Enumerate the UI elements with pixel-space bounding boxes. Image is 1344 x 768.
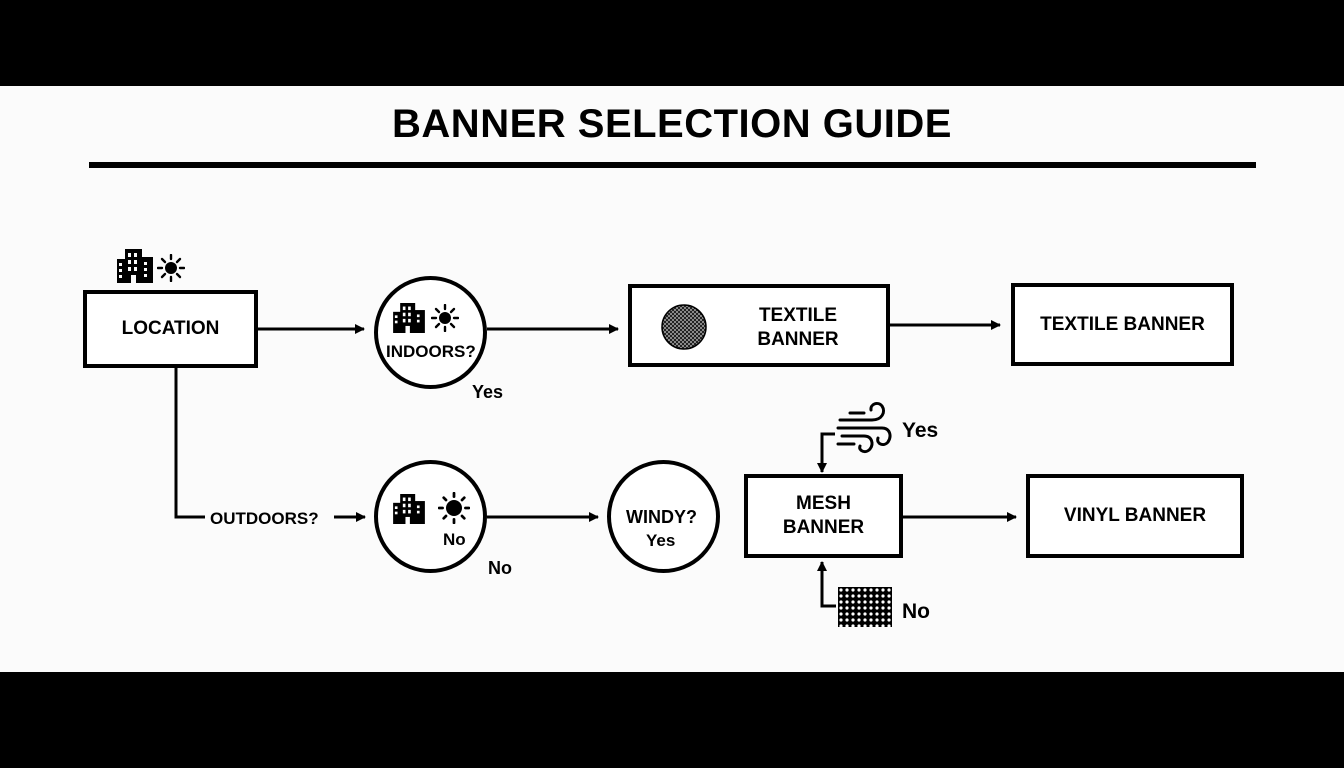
wind-icon [836, 401, 892, 454]
mesh-banner-line-1: MESH [796, 493, 851, 514]
outdoors-no-label: No [488, 558, 512, 578]
textile-result-node: TEXTILE BANNER [1011, 283, 1234, 366]
outdoors-question: OUTDOORS? [210, 509, 319, 528]
page-title: BANNER SELECTION GUIDE [392, 102, 952, 146]
windy-yes-label: Yes [646, 531, 676, 550]
location-node: LOCATION [83, 290, 258, 368]
line-location-to-outdoors [174, 366, 205, 519]
textile-banner-line-1: TEXTILE [758, 305, 838, 326]
vinyl-result-node: VINYL BANNER [1026, 474, 1244, 558]
location-label: LOCATION [121, 318, 220, 339]
indoors-decision [374, 276, 487, 389]
indoors-question: INDOORS? [386, 342, 476, 361]
mesh-banner-node: MESH BANNER [744, 474, 903, 558]
textile-banner-line-2: BANNER [757, 329, 839, 350]
vinyl-result-label: VINYL BANNER [1063, 505, 1207, 526]
textile-result-label: TEXTILE BANNER [1040, 313, 1205, 335]
sun-icon [431, 304, 459, 332]
mesh-banner-line-2: BANNER [782, 517, 865, 538]
diagram-canvas [0, 86, 1344, 672]
indoors-yes-label: Yes [472, 382, 504, 402]
mesh-swatch-icon [838, 587, 892, 627]
mesh-no-label: No [902, 600, 930, 623]
building-icon [117, 249, 153, 283]
windy-decision [607, 460, 720, 573]
outdoors-decision [374, 460, 487, 573]
building-icon [393, 494, 425, 524]
outdoors-circle-no-label: No [443, 530, 466, 549]
textile-swatch-icon [661, 304, 707, 350]
sun-icon [438, 492, 470, 524]
wind-yes-label: Yes [902, 419, 939, 442]
sun-icon [157, 254, 185, 282]
title-divider [89, 162, 1256, 168]
windy-question: WINDY? [626, 507, 697, 527]
building-icon [393, 303, 425, 333]
arrow-mesh-swatch-to-mesh [817, 561, 836, 608]
arrow-wind-to-mesh [817, 432, 835, 473]
